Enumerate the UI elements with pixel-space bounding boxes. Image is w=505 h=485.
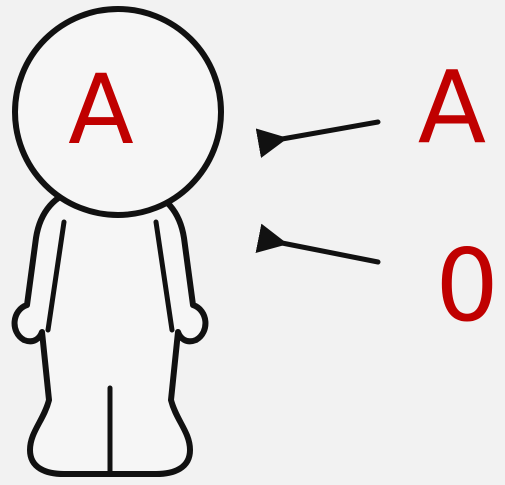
arrow-left-icon: [282, 243, 378, 262]
head-label: A: [62, 62, 140, 158]
incoming-label-body: 0: [432, 236, 502, 336]
arrow-left-icon: [282, 122, 378, 139]
incoming-label-head: A: [412, 58, 492, 158]
